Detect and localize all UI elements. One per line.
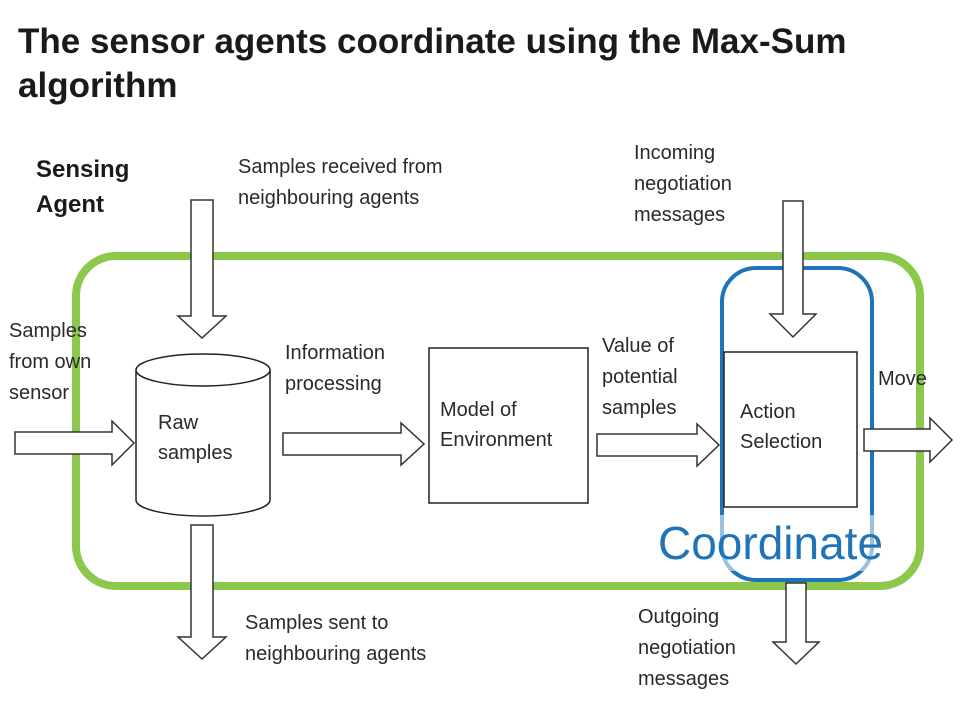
- arrow-samples-sent: [176, 524, 228, 661]
- model-label: Model of Environment: [440, 399, 553, 451]
- sensing-agent-label: Sensing Agent: [36, 156, 130, 218]
- slide-title: The sensor agents coordinate using the M…: [18, 22, 847, 105]
- arrow-move: [863, 416, 954, 464]
- label-value-potential: Value of potential samples: [602, 335, 678, 419]
- label-incoming-messages: Incoming negotiation messages: [634, 142, 732, 226]
- raw-samples-cylinder: [135, 353, 271, 517]
- label-information-processing: Information processing: [285, 342, 386, 395]
- label-own-sensor: Samples from own sensor: [9, 320, 92, 404]
- sensing-agent-boundary: [72, 252, 924, 590]
- coordinate-label: Coordinate: [658, 515, 884, 571]
- label-move: Move: [878, 368, 927, 390]
- arrow-outgoing-messages: [771, 582, 821, 666]
- label-samples-sent: Samples sent to neighbouring agents: [245, 612, 427, 665]
- arrow-information-processing: [282, 421, 426, 467]
- arrow-value-potential: [596, 422, 721, 468]
- model-box: [428, 347, 589, 504]
- action-box: [723, 351, 858, 508]
- label-outgoing-messages: Outgoing negotiation messages: [638, 606, 736, 690]
- arrow-samples-received: [176, 199, 228, 340]
- arrow-own-sensor: [14, 419, 136, 467]
- label-samples-received: Samples received from neighbouring agent…: [238, 156, 443, 209]
- raw-samples-label: Raw samples: [158, 412, 233, 464]
- arrow-incoming-messages: [768, 200, 818, 339]
- action-label: Action Selection: [740, 401, 823, 453]
